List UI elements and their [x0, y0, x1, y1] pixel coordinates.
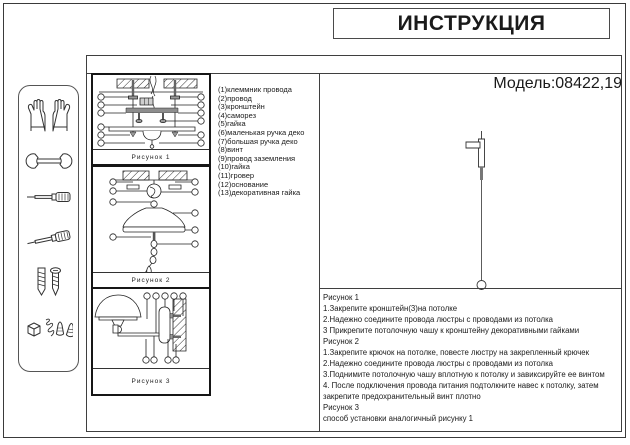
instruction-line: 3 Прикрепите потолочную чашу к кронштейн… — [323, 326, 580, 335]
instruction-line: 3.Поднимите потолочную чашу вплотную к п… — [323, 370, 605, 379]
installation-instructions: Рисунок 1 1.Закрепите кронштейн(3)на пот… — [320, 288, 621, 431]
pendant-lamp-drawing — [450, 129, 520, 294]
part-item: (4)саморез — [218, 110, 257, 120]
instruction-line: Рисунок 3 — [323, 403, 359, 412]
part-item: (9)провод заземления — [218, 153, 296, 163]
page-border — [3, 3, 626, 438]
screwdriver-angled-icon — [24, 226, 74, 252]
instruction-line: 2.Надежно соедините провода люстры с про… — [323, 315, 554, 324]
instruction-line: Рисунок 1 — [323, 293, 359, 302]
column-divider — [319, 74, 320, 431]
figure-panel-2: Рисунок 2 — [91, 165, 211, 289]
right-column: Модель:08422,19 Рисунок 1 1.Закрепите кр… — [320, 74, 622, 431]
part-item: (1)клеммник провода — [218, 85, 292, 94]
part-item: (2)провод — [218, 93, 252, 103]
tools-sidebar — [18, 85, 79, 372]
title-box: ИНСТРУКЦИЯ — [333, 8, 610, 39]
part-item: (8)винт — [218, 145, 243, 155]
part-item: (12)основание — [218, 179, 269, 189]
figure-2-diagram — [93, 167, 209, 273]
instruction-line: 1.Закрепите кронштейн(3)на потолке — [323, 304, 458, 313]
work-gloves-icon — [27, 98, 71, 132]
content-frame: Рисунок 1 — [86, 55, 622, 432]
screwdriver-icon — [26, 190, 72, 204]
instruction-line: 2.Надежно соедините провода люстры с про… — [323, 359, 554, 368]
part-item: (5)гайка — [218, 119, 246, 129]
wall-plug-and-screw-icon — [34, 266, 64, 297]
figure-3-caption: Рисунок 3 — [93, 368, 209, 394]
instruction-line: 4. После подключения провода питания под… — [323, 381, 599, 401]
part-item: (10)гайка — [218, 162, 250, 172]
header-strip — [87, 56, 621, 74]
figure-1-diagram — [93, 75, 209, 150]
figure-3-diagram — [93, 289, 209, 369]
figure-panel-1: Рисунок 1 — [91, 73, 211, 166]
part-item: (11)гровер — [218, 170, 255, 180]
part-item: (13)декоративная гайка — [218, 188, 301, 198]
model-label: Модель:08422,19 — [493, 75, 622, 92]
figure-panel-3: Рисунок 3 — [91, 287, 211, 396]
instruction-line: 1.Закрепите крючок на потолке, повесте л… — [323, 348, 590, 357]
part-item: (7)большая ручка деко — [218, 136, 298, 146]
figure-2-caption: Рисунок 2 — [93, 272, 209, 287]
figure-1-caption: Рисунок 1 — [93, 149, 209, 164]
parts-list: (1)клеммник провода (2)провод (3)кронште… — [218, 85, 308, 198]
part-item: (6)маленькая ручка деко — [218, 127, 305, 137]
instruction-line: способ установки аналогичный рисунку 1 — [323, 414, 473, 423]
part-item: (3)кронштейн — [218, 102, 265, 112]
terminal-and-wire-nuts-icon — [25, 314, 73, 342]
instruction-line: Рисунок 2 — [323, 337, 359, 346]
wrench-icon — [25, 152, 73, 170]
page-title: ИНСТРУКЦИЯ — [397, 11, 546, 35]
